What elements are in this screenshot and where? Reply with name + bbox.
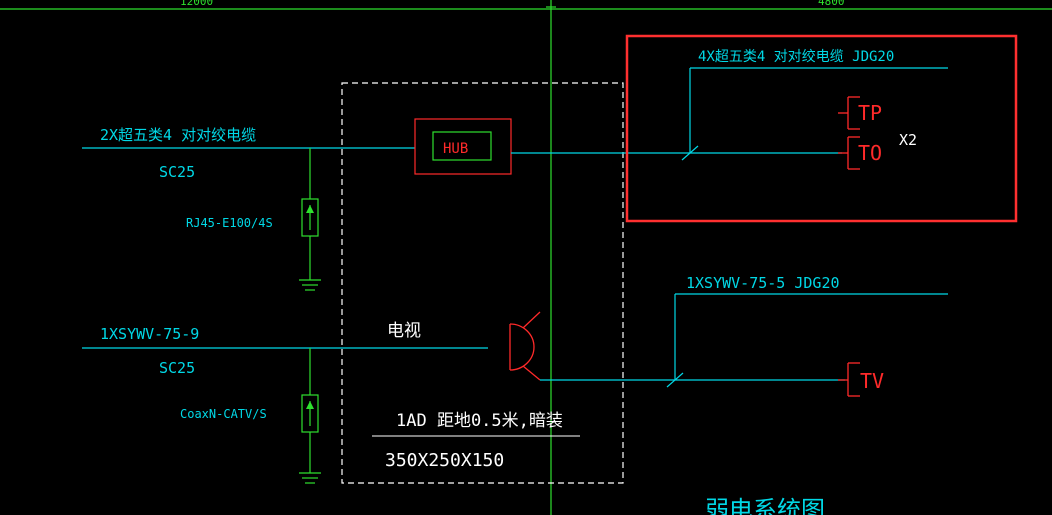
ground-icon (299, 472, 321, 484)
ruler-left-text: 12000 (180, 0, 213, 8)
outlet-tp-icon (838, 96, 860, 130)
right-data-cable-label: 4X超五类4 对对绞电缆 JDG20 (698, 48, 894, 65)
left-tv-device-label: CoaxN-CATV/S (180, 407, 267, 421)
ground-icon (299, 279, 321, 291)
box-spec: 1AD 距地0.5米,暗装 350X250X150 (372, 411, 580, 471)
box-spec-line1: 1AD 距地0.5米,暗装 (396, 411, 563, 431)
left-circuit-tv: 1XSYWV-75-9 SC25 CoaxN-CATV/S (82, 325, 488, 484)
left-tv-cable-label: 1XSYWV-75-9 (100, 325, 199, 343)
outlet-tv-icon (838, 362, 860, 397)
hub-label: HUB (443, 141, 468, 157)
outlet-to-icon (838, 136, 860, 170)
surge-protector-icon (301, 394, 319, 433)
outlet-multiplier: X2 (899, 131, 917, 149)
highlight-box (625, 34, 1018, 223)
left-tv-conduit-label: SC25 (159, 359, 195, 377)
hub-device: HUB (414, 118, 512, 175)
ruler-right-text: 4800 (818, 0, 845, 8)
left-data-device-label: RJ45-E100/4S (186, 216, 273, 230)
outlet-to-label: TO (858, 141, 882, 165)
left-data-cable-label: 2X超五类4 对对绞电缆 (100, 126, 256, 144)
distribution-box-outline (341, 82, 624, 484)
tv-label: 电视 (387, 321, 421, 341)
left-circuit-data: 2X超五类4 对对绞电缆 SC25 RJ45-E100/4S (82, 126, 415, 291)
outlet-tp-label: TP (858, 101, 882, 125)
outlet-tv-label: TV (860, 369, 884, 393)
right-tv-cable-label: 1XSYWV-75-5 JDG20 (686, 274, 840, 292)
right-circuit-data: 4X超五类4 对对绞电缆 JDG20 TP TO X2 (681, 48, 948, 170)
tv-splitter-icon (509, 311, 541, 381)
surge-protector-icon (301, 198, 319, 237)
drawing-title: 弱电系统图 (705, 496, 825, 515)
box-spec-line2: 350X250X150 (385, 450, 504, 471)
top-ruler: 12000 4800 (0, 0, 1052, 10)
left-data-conduit-label: SC25 (159, 163, 195, 181)
right-circuit-tv: 1XSYWV-75-5 JDG20 TV (666, 274, 948, 397)
